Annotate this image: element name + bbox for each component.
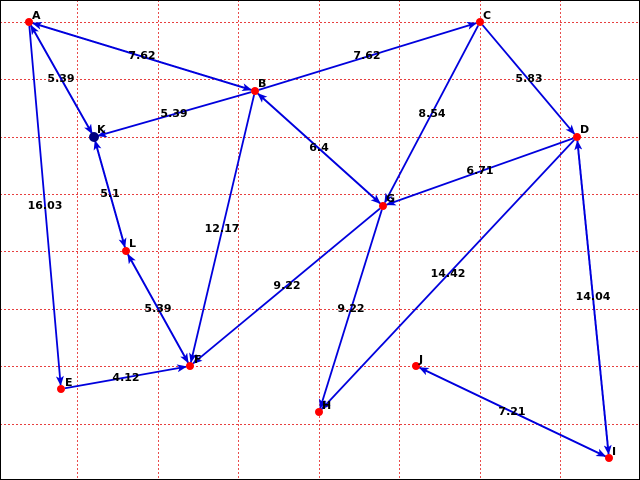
edge-B-A bbox=[31, 21, 252, 91]
node-label-I: I bbox=[612, 445, 616, 458]
node-label-E: E bbox=[65, 376, 73, 389]
edge-label-D-I: 14.04 bbox=[576, 290, 611, 303]
edge-labels: 7.62 5.39 16.03 7.62 5.39 6.4 12.17 5.83 8.54 6.7… bbox=[28, 49, 611, 418]
node-E bbox=[57, 385, 65, 393]
node-labels: A B C D E F G H I J K L bbox=[32, 9, 616, 458]
edge-label-D-G: 6.71 bbox=[466, 164, 493, 177]
edge-A-E bbox=[28, 25, 64, 387]
edge-F-L bbox=[127, 253, 189, 363]
edge-label-A-K: 5.39 bbox=[47, 72, 74, 85]
node-label-A: A bbox=[32, 9, 41, 22]
edge-label-J-I: 7.21 bbox=[498, 405, 525, 418]
edge-label-L-F: 5.39 bbox=[144, 302, 171, 315]
node-B bbox=[251, 87, 259, 95]
node-label-B: B bbox=[258, 77, 266, 90]
node-label-C: C bbox=[483, 9, 491, 22]
edge-label-B-K: 5.39 bbox=[160, 107, 187, 120]
nodes bbox=[25, 18, 613, 462]
node-label-H: H bbox=[322, 399, 331, 412]
edge-G-H bbox=[319, 209, 383, 410]
node-label-G: G bbox=[386, 192, 395, 205]
edge-E-F bbox=[64, 364, 188, 390]
edges bbox=[28, 21, 612, 458]
edge-label-G-H: 9.22 bbox=[337, 302, 364, 315]
edge-C-D bbox=[481, 24, 576, 135]
node-label-F: F bbox=[194, 353, 202, 366]
node-label-L: L bbox=[129, 237, 136, 250]
node-J bbox=[412, 362, 420, 370]
edge-label-C-D: 5.83 bbox=[515, 72, 542, 85]
edge-C-G bbox=[384, 25, 479, 204]
edge-I-D bbox=[574, 139, 610, 455]
edge-label-E-F: 4.12 bbox=[112, 371, 139, 384]
edge-B-K bbox=[96, 91, 252, 138]
node-H bbox=[315, 408, 323, 416]
node-A bbox=[25, 18, 33, 26]
edge-label-D-H: 14.42 bbox=[431, 267, 466, 280]
edge-label-B-C: 7.62 bbox=[353, 49, 380, 62]
edge-label-A-E: 16.03 bbox=[28, 199, 63, 212]
node-L bbox=[122, 247, 130, 255]
edge-G-F bbox=[192, 207, 381, 365]
edge-D-H bbox=[321, 139, 575, 410]
node-K bbox=[89, 132, 99, 142]
edge-D-G bbox=[385, 137, 574, 206]
node-label-K: K bbox=[97, 123, 106, 136]
edge-K-A bbox=[30, 24, 93, 134]
edge-L-K bbox=[93, 139, 126, 248]
edge-label-G-F: 9.22 bbox=[273, 279, 300, 292]
node-G bbox=[379, 202, 387, 210]
node-C bbox=[476, 18, 484, 26]
node-F bbox=[186, 362, 194, 370]
node-label-D: D bbox=[580, 123, 589, 136]
edge-label-A-B: 7.62 bbox=[128, 49, 155, 62]
edge-label-K-L: 5.1 bbox=[100, 187, 120, 200]
node-D bbox=[573, 133, 581, 141]
edge-B-F bbox=[189, 94, 255, 364]
edge-G-B bbox=[257, 93, 381, 204]
edge-label-C-G: 8.54 bbox=[418, 107, 445, 120]
node-I bbox=[605, 454, 613, 462]
edge-B-C bbox=[258, 21, 478, 91]
edge-I-J bbox=[418, 366, 606, 458]
node-label-J: J bbox=[418, 353, 423, 366]
edge-label-B-F: 12.17 bbox=[205, 222, 240, 235]
edge-label-B-G: 6.4 bbox=[309, 141, 329, 154]
